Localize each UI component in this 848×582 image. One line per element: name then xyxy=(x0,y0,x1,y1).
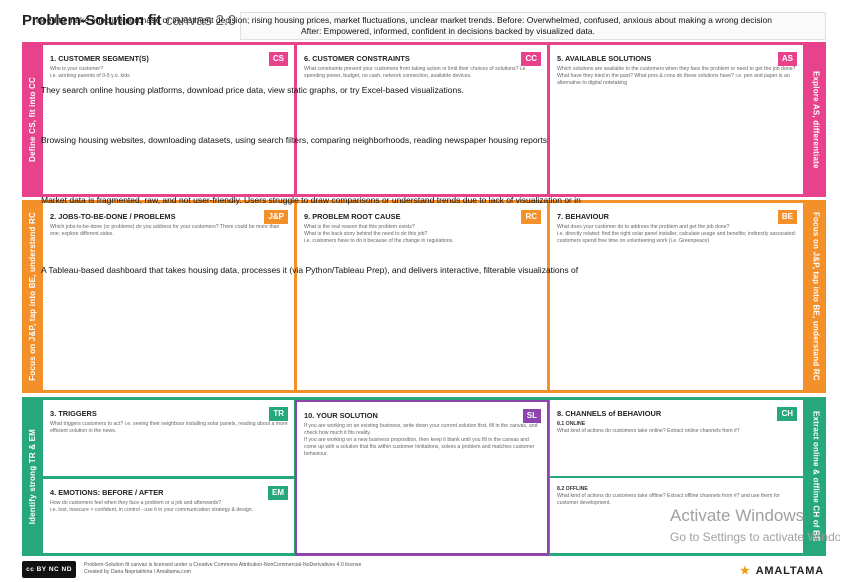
overlay-sl-text: A Tableau-based dashboard that takes hou… xyxy=(41,265,579,275)
ch-online-label: 8.1 ONLINE xyxy=(557,421,586,427)
title-sub: canvas 2.0 xyxy=(161,12,236,29)
be-desc: What does your customer do to address th… xyxy=(557,224,797,244)
side-left-mid: Focus on J&P, tap into BE, understand RC xyxy=(22,200,42,393)
jp-desc: Which jobs-to-be-done (or problems) do y… xyxy=(50,224,280,237)
footer-license: Problem-Solution fit canvas is licensed … xyxy=(84,562,361,576)
side-right-mid: Focus on J&P, tap into BE, understand RC xyxy=(806,200,826,393)
cell-jobs-to-be-done[interactable]: 2. JOBS-TO-BE-DONE / PROBLEMS Which jobs… xyxy=(43,203,294,390)
side-left-top: Define CS, fit into CC xyxy=(22,42,42,197)
cell-emotions[interactable]: 4. EMOTIONS: BEFORE / AFTER How do custo… xyxy=(43,479,294,553)
cc-desc: What constraints prevent your customers … xyxy=(304,66,527,79)
cell-customer-segment[interactable]: 1. CUSTOMER SEGMENT(S) Who is your custo… xyxy=(43,45,294,194)
tr-badge: TR xyxy=(269,407,288,421)
overlay-cs-text: They search online housing platforms, do… xyxy=(41,85,464,95)
cell-customer-constraints[interactable]: 6. CUSTOMER CONSTRAINTS What constraints… xyxy=(297,45,547,194)
ch-title: 8. CHANNELS of BEHAVIOUR xyxy=(557,409,662,418)
jp-badge: J&P xyxy=(264,210,288,224)
ch-offline-desc: What kind of actions do customers take o… xyxy=(557,493,780,506)
cell-available-solutions[interactable]: 5. AVAILABLE SOLUTIONS Which solutions a… xyxy=(550,45,803,194)
cell-channels[interactable]: 8. CHANNELS of BEHAVIOUR 8.1 ONLINE What… xyxy=(550,400,803,553)
overlay-header-line2: After: Empowered, informed, confident in… xyxy=(301,26,595,36)
cell-problem-root-cause[interactable]: 9. PROBLEM ROOT CAUSE What is the real r… xyxy=(297,203,547,390)
side-left-bot: Identify strong TR & EM xyxy=(22,397,42,556)
sl-desc: If you are working on an existing busine… xyxy=(304,423,538,457)
em-desc: How do customers feel when they face a p… xyxy=(50,500,254,513)
tr-title: 3. TRIGGERS xyxy=(50,409,97,418)
tr-desc: What triggers customers to act? i.e. see… xyxy=(50,421,288,434)
cell-your-solution[interactable]: 10. YOUR SOLUTION If you are working on … xyxy=(295,400,549,556)
footer-line1: Problem-Solution fit canvas is licensed … xyxy=(84,562,362,568)
sl-title: 10. YOUR SOLUTION xyxy=(304,411,378,420)
overlay-header-line1: Need to make effective purchase or inves… xyxy=(36,15,772,25)
cs-title: 1. CUSTOMER SEGMENT(S) xyxy=(50,54,149,63)
activate-windows-sub: Go to Settings to activate Windows. xyxy=(670,530,840,544)
ch-offline: 8.2 OFFLINE What kind of actions do cust… xyxy=(557,486,797,507)
cs-desc: Who is your customer? i.e. working paren… xyxy=(50,66,130,79)
cs-badge: CS xyxy=(268,52,288,66)
canvas-title: Problem-Solution fit canvas 2.0 xyxy=(22,12,236,29)
brand-text: AMALTAMA xyxy=(755,564,824,577)
be-badge: BE xyxy=(777,210,797,224)
star-icon: ★ xyxy=(740,565,751,577)
as-badge: AS xyxy=(777,52,797,66)
amaltama-logo: ★ AMALTAMA xyxy=(740,564,824,578)
footer-line2: Created by Daria Nepriakhina / Amaltama.… xyxy=(84,569,191,575)
ch-divider xyxy=(550,476,803,478)
ch-offline-label: 8.2 OFFLINE xyxy=(557,486,588,492)
ch-online-desc: What kind of actions do customers take o… xyxy=(557,428,740,434)
cc-title: 6. CUSTOMER CONSTRAINTS xyxy=(304,54,410,63)
em-badge: EM xyxy=(268,486,288,500)
cell-triggers[interactable]: 3. TRIGGERS What triggers customers to a… xyxy=(43,400,294,476)
side-right-bot: Extract online & offline CH of BE xyxy=(806,397,826,556)
em-title: 4. EMOTIONS: BEFORE / AFTER xyxy=(50,488,164,497)
title-main: Problem-Solution fit xyxy=(22,12,162,29)
as-title: 5. AVAILABLE SOLUTIONS xyxy=(557,54,652,63)
rc-desc: What is the real reason that this proble… xyxy=(304,224,454,244)
ch-badge: CH xyxy=(777,407,797,421)
rc-title: 9. PROBLEM ROOT CAUSE xyxy=(304,212,401,221)
as-desc: Which solutions are available to the cus… xyxy=(557,66,796,86)
activate-windows-watermark: Activate Windows xyxy=(670,506,805,525)
be-title: 7. BEHAVIOUR xyxy=(557,212,610,221)
side-right-top: Explore AS, differentiate xyxy=(806,42,826,197)
jp-title: 2. JOBS-TO-BE-DONE / PROBLEMS xyxy=(50,212,176,221)
header-box xyxy=(240,12,826,40)
cc-license-logo: cc BY NC ND xyxy=(22,561,76,578)
overlay-jp-text: Browsing housing websites, downloading d… xyxy=(41,135,548,145)
overlay-rc-text: Market data is fragmented, raw, and not … xyxy=(41,195,581,205)
cc-badge: CC xyxy=(521,52,541,66)
rc-badge: RC xyxy=(521,210,541,224)
sl-badge: SL xyxy=(522,409,541,423)
cell-behaviour[interactable]: 7. BEHAVIOUR What does your customer do … xyxy=(550,203,803,390)
